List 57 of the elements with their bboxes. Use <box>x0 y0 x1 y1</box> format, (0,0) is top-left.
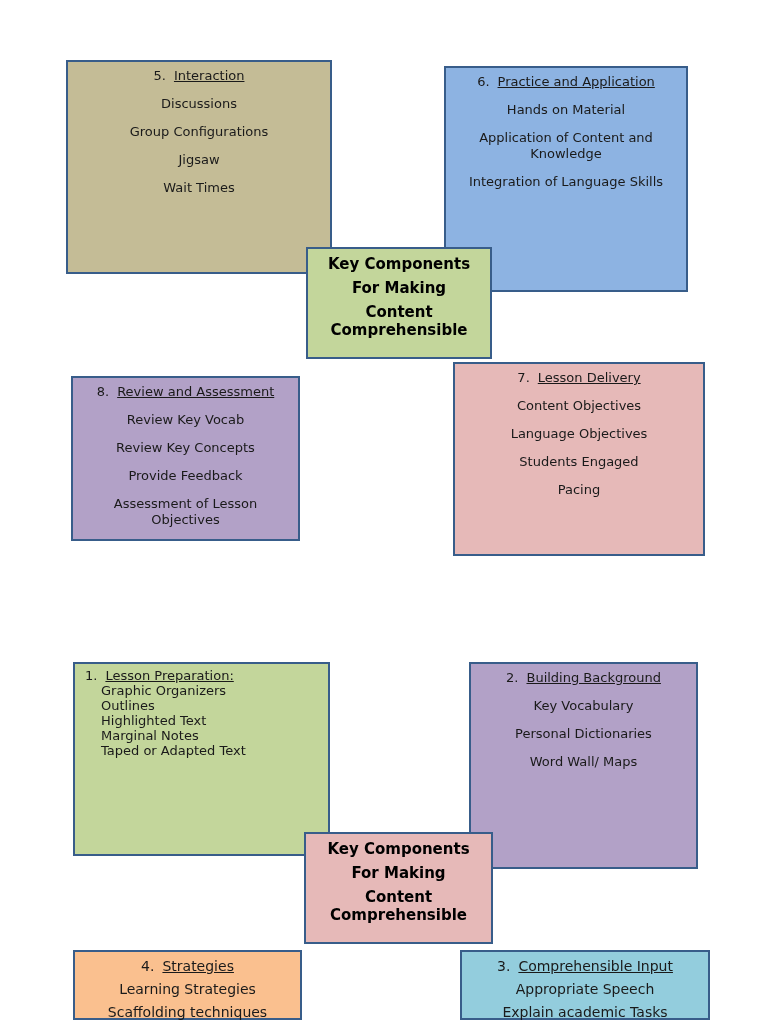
section-number: 8. <box>96 384 110 400</box>
list-item: Students Engaged <box>519 454 639 470</box>
section-title: Strategies <box>162 958 234 975</box>
list-item: Personal Dictionaries <box>515 726 652 742</box>
list-item: Application of Content and Knowledge <box>478 130 654 162</box>
component-box <box>460 950 710 1020</box>
component-box <box>73 662 330 856</box>
list-item: Marginal Notes <box>100 728 200 743</box>
section-number: 2. <box>506 670 519 686</box>
center-title-box <box>304 832 493 944</box>
list-item: Provide Feedback <box>128 468 243 484</box>
section-title: Interaction <box>173 68 245 84</box>
section-title: Practice and Application <box>497 74 655 90</box>
list-item: Learning Strategies <box>119 981 256 998</box>
center-title-box <box>306 247 492 359</box>
list-item: Taped or Adapted Text <box>100 743 247 758</box>
list-item: Review Key Concepts <box>116 440 255 456</box>
list-item: Assessment of Lesson Objectives <box>112 496 259 528</box>
list-item: Word Wall/ Maps <box>529 754 638 770</box>
component-box <box>73 950 302 1020</box>
list-item: Graphic Organizers <box>100 683 228 698</box>
list-item: Language Objectives <box>510 426 648 442</box>
section-number: 1. <box>85 668 98 683</box>
center-title-line: For Making <box>351 864 446 882</box>
list-item: Hands on Material <box>506 102 626 118</box>
list-item: Group Configurations <box>129 124 269 140</box>
section-number: 6. <box>477 74 490 90</box>
list-item: Explain academic Tasks <box>502 1004 668 1021</box>
section-title: Lesson Preparation: <box>105 668 234 683</box>
section-number: 5. <box>153 68 166 84</box>
list-item: Jigsaw <box>178 152 220 168</box>
center-title-line: Content Comprehensible <box>329 888 468 924</box>
component-box <box>469 662 698 869</box>
component-box <box>71 376 300 541</box>
list-item: Scaffolding techniques <box>107 1004 268 1021</box>
list-item: Integration of Language Skills <box>468 174 664 190</box>
section-title: Lesson Delivery <box>537 370 641 386</box>
section-number: 3. <box>497 958 511 975</box>
list-item: Outlines <box>100 698 156 713</box>
list-item: Pacing <box>557 482 601 498</box>
list-item: Content Objectives <box>516 398 642 414</box>
center-title-line: Key Components <box>327 255 471 273</box>
section-title: Review and Assessment <box>117 384 275 400</box>
list-item: Highlighted Text <box>100 713 208 728</box>
list-item: Review Key Vocab <box>126 412 245 428</box>
center-title-line: Content Comprehensible <box>329 303 469 339</box>
center-title-line: For Making <box>351 279 447 297</box>
center-title-line: Key Components <box>327 840 470 858</box>
section-title: Comprehensible Input <box>518 958 673 975</box>
list-item: Wait Times <box>163 180 235 196</box>
list-item: Discussions <box>161 96 237 112</box>
component-box <box>453 362 705 556</box>
section-number: 7. <box>517 370 530 386</box>
list-item: Appropriate Speech <box>515 981 655 998</box>
list-item: Key Vocabulary <box>533 698 634 714</box>
section-number: 4. <box>141 958 155 975</box>
section-title: Building Background <box>526 670 661 686</box>
